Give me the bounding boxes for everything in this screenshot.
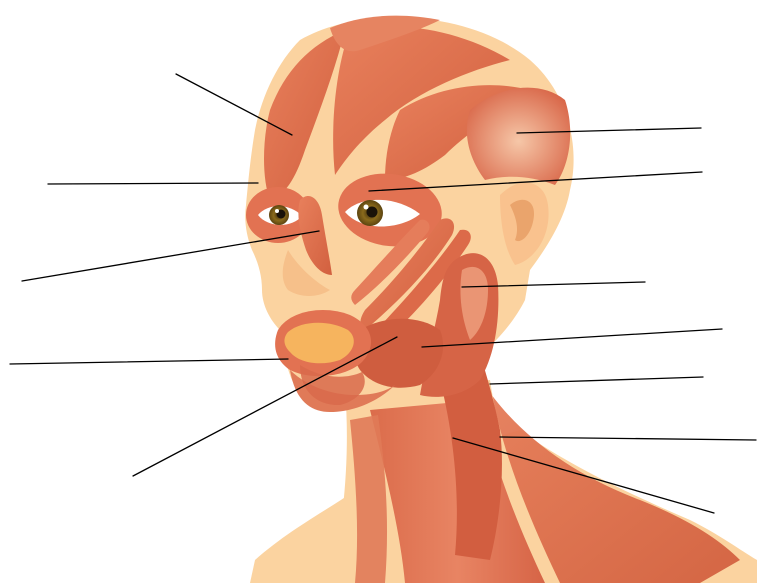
- leader-line-sternocleidomastoid: [490, 377, 703, 384]
- diagram-shape: [364, 205, 369, 210]
- leader-line-trapezius: [500, 437, 756, 440]
- temporalis-muscle: [467, 88, 570, 185]
- leader-line-orbicularis-oculi-left: [48, 183, 258, 184]
- leader-line-orbicularis-oris: [10, 359, 288, 364]
- diagram-shape: [275, 209, 279, 213]
